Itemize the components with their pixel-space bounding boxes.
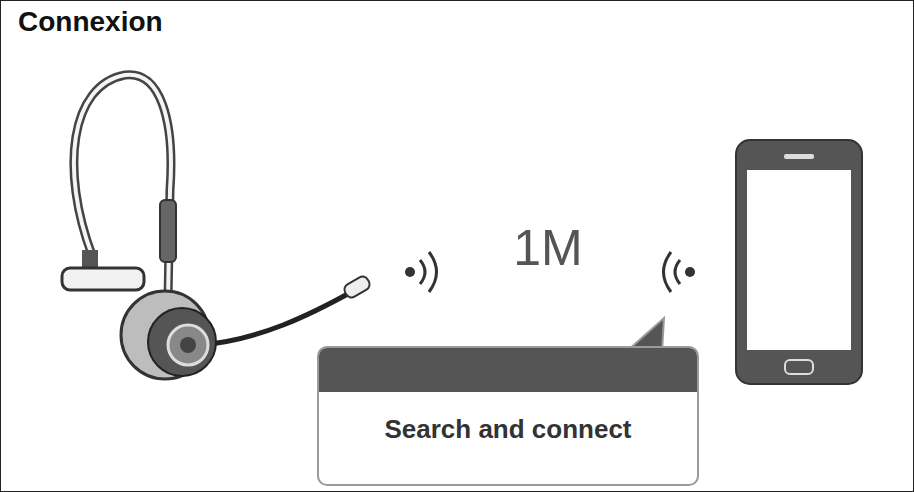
distance-label: 1M (513, 219, 582, 277)
tbar-pad (62, 268, 144, 290)
signal-wave (429, 252, 437, 292)
bubble-header (319, 348, 697, 392)
phone-screen (747, 170, 851, 350)
signal-dot (685, 267, 695, 277)
mic-boom (200, 290, 355, 345)
slider (160, 200, 176, 262)
headband (74, 75, 171, 300)
earcup-button (168, 325, 208, 365)
phone-button (785, 360, 813, 374)
speech-bubble: Search and connect (317, 346, 699, 486)
signal-wave (420, 260, 425, 284)
mic-tip (342, 274, 372, 299)
earcup (148, 308, 216, 376)
phone-body (736, 140, 862, 384)
earcup-center (180, 337, 196, 353)
diagram-title: Connexion (18, 6, 163, 38)
signal-wave (664, 252, 672, 292)
signal-dot (405, 267, 415, 277)
bubble-text: Search and connect (319, 414, 697, 445)
signal-wave (675, 260, 680, 284)
phone-speaker (784, 154, 814, 159)
headband-inner (74, 75, 171, 300)
